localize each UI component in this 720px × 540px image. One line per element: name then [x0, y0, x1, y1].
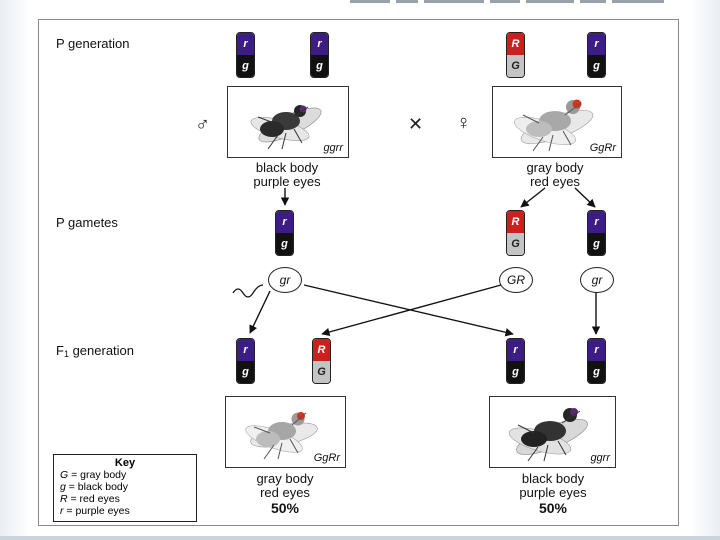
right-slide-shade: [690, 0, 720, 540]
gray-body-fly-image: [245, 412, 318, 460]
allele-g: g: [588, 361, 605, 383]
female-to-gamete-GR-arrow: [520, 187, 546, 208]
allele-r: r: [507, 339, 524, 361]
offspring-left-phenotype: gray body red eyes 50%: [220, 472, 350, 517]
allele-G: G: [507, 55, 524, 77]
female-fly-photo: GgRr: [492, 86, 622, 158]
offspring-left-percent: 50%: [270, 500, 300, 516]
gamete-to-f1-arrow-2: [303, 284, 514, 337]
gamete-chromosome: r g: [275, 210, 294, 256]
female-symbol: ♀: [456, 112, 471, 134]
male-symbol: ♂: [195, 114, 210, 136]
slide-bottom-bar: [0, 536, 720, 540]
gamete-gr-female: gr: [580, 267, 614, 293]
allele-g: g: [237, 55, 254, 77]
gray-body-fly-image: [514, 99, 594, 152]
allele-r: r: [237, 339, 254, 361]
male-fly-photo: ggrr: [227, 86, 349, 158]
gamete-GR: GR: [499, 267, 533, 293]
allele-r: r: [588, 33, 605, 55]
allele-G: G: [507, 233, 524, 255]
f1-generation-label: F1 generation: [56, 343, 135, 359]
male-phenotype: black body purple eyes: [253, 160, 321, 189]
sperm-tail: [232, 284, 264, 298]
allele-R: R: [313, 339, 330, 361]
gamete-chromosome: r g: [587, 210, 606, 256]
allele-g: g: [507, 361, 524, 383]
f1-chromosome: R G: [312, 338, 331, 384]
p-chromosome: r g: [236, 32, 255, 78]
f1-chromosome: r g: [587, 338, 606, 384]
allele-g: g: [311, 55, 328, 77]
offspring-right-genotype: ggrr: [590, 452, 610, 464]
offspring-right-phenotype: black body purple eyes 50%: [488, 472, 618, 517]
allele-R: R: [507, 33, 524, 55]
cropped-top-text: [350, 0, 680, 6]
key-box: Key G = gray body g = black body R = red…: [53, 454, 197, 522]
offspring-left-genotype: GgRr: [313, 452, 340, 464]
p-chromosome: r g: [310, 32, 329, 78]
p-chromosome: R G: [506, 32, 525, 78]
allele-g: g: [588, 55, 605, 77]
f1-chromosome: r g: [236, 338, 255, 384]
allele-G: G: [313, 361, 330, 383]
allele-r: r: [311, 33, 328, 55]
gamete-gr-male: gr: [268, 267, 302, 293]
gamete-to-f1-arrow-3: [321, 284, 502, 337]
allele-r: r: [588, 211, 605, 233]
allele-R: R: [507, 211, 524, 233]
offspring-gray-fly-photo: GgRr: [225, 396, 346, 468]
p-gametes-label: P gametes: [56, 215, 118, 230]
key-row: R = red eyes: [60, 493, 120, 505]
key-row: r = purple eyes: [60, 505, 130, 517]
female-to-gamete-gr-arrow: [574, 187, 596, 208]
offspring-right-percent: 50%: [538, 500, 568, 516]
key-title: Key: [114, 457, 136, 469]
female-phenotype: gray body red eyes: [526, 160, 584, 189]
cross-symbol: ✕: [408, 114, 424, 134]
p-generation-label: P generation: [56, 36, 130, 51]
female-genotype: GgRr: [589, 142, 616, 154]
p-chromosome: r g: [587, 32, 606, 78]
allele-g: g: [276, 233, 293, 255]
key-row: g = black body: [60, 481, 129, 493]
offspring-black-fly-photo: ggrr: [489, 396, 616, 468]
f1-chromosome: r g: [506, 338, 525, 384]
allele-r: r: [237, 33, 254, 55]
allele-r: r: [588, 339, 605, 361]
male-genotype: ggrr: [323, 142, 343, 154]
allele-r: r: [276, 211, 293, 233]
key-row: G = gray body: [60, 469, 127, 481]
black-body-fly-image: [508, 408, 588, 462]
allele-g: g: [588, 233, 605, 255]
allele-g: g: [237, 361, 254, 383]
left-slide-shade: [0, 0, 30, 540]
black-body-fly-image: [250, 105, 322, 150]
gamete-chromosome: R G: [506, 210, 525, 256]
gamete-to-f1-arrow-1: [249, 290, 271, 334]
